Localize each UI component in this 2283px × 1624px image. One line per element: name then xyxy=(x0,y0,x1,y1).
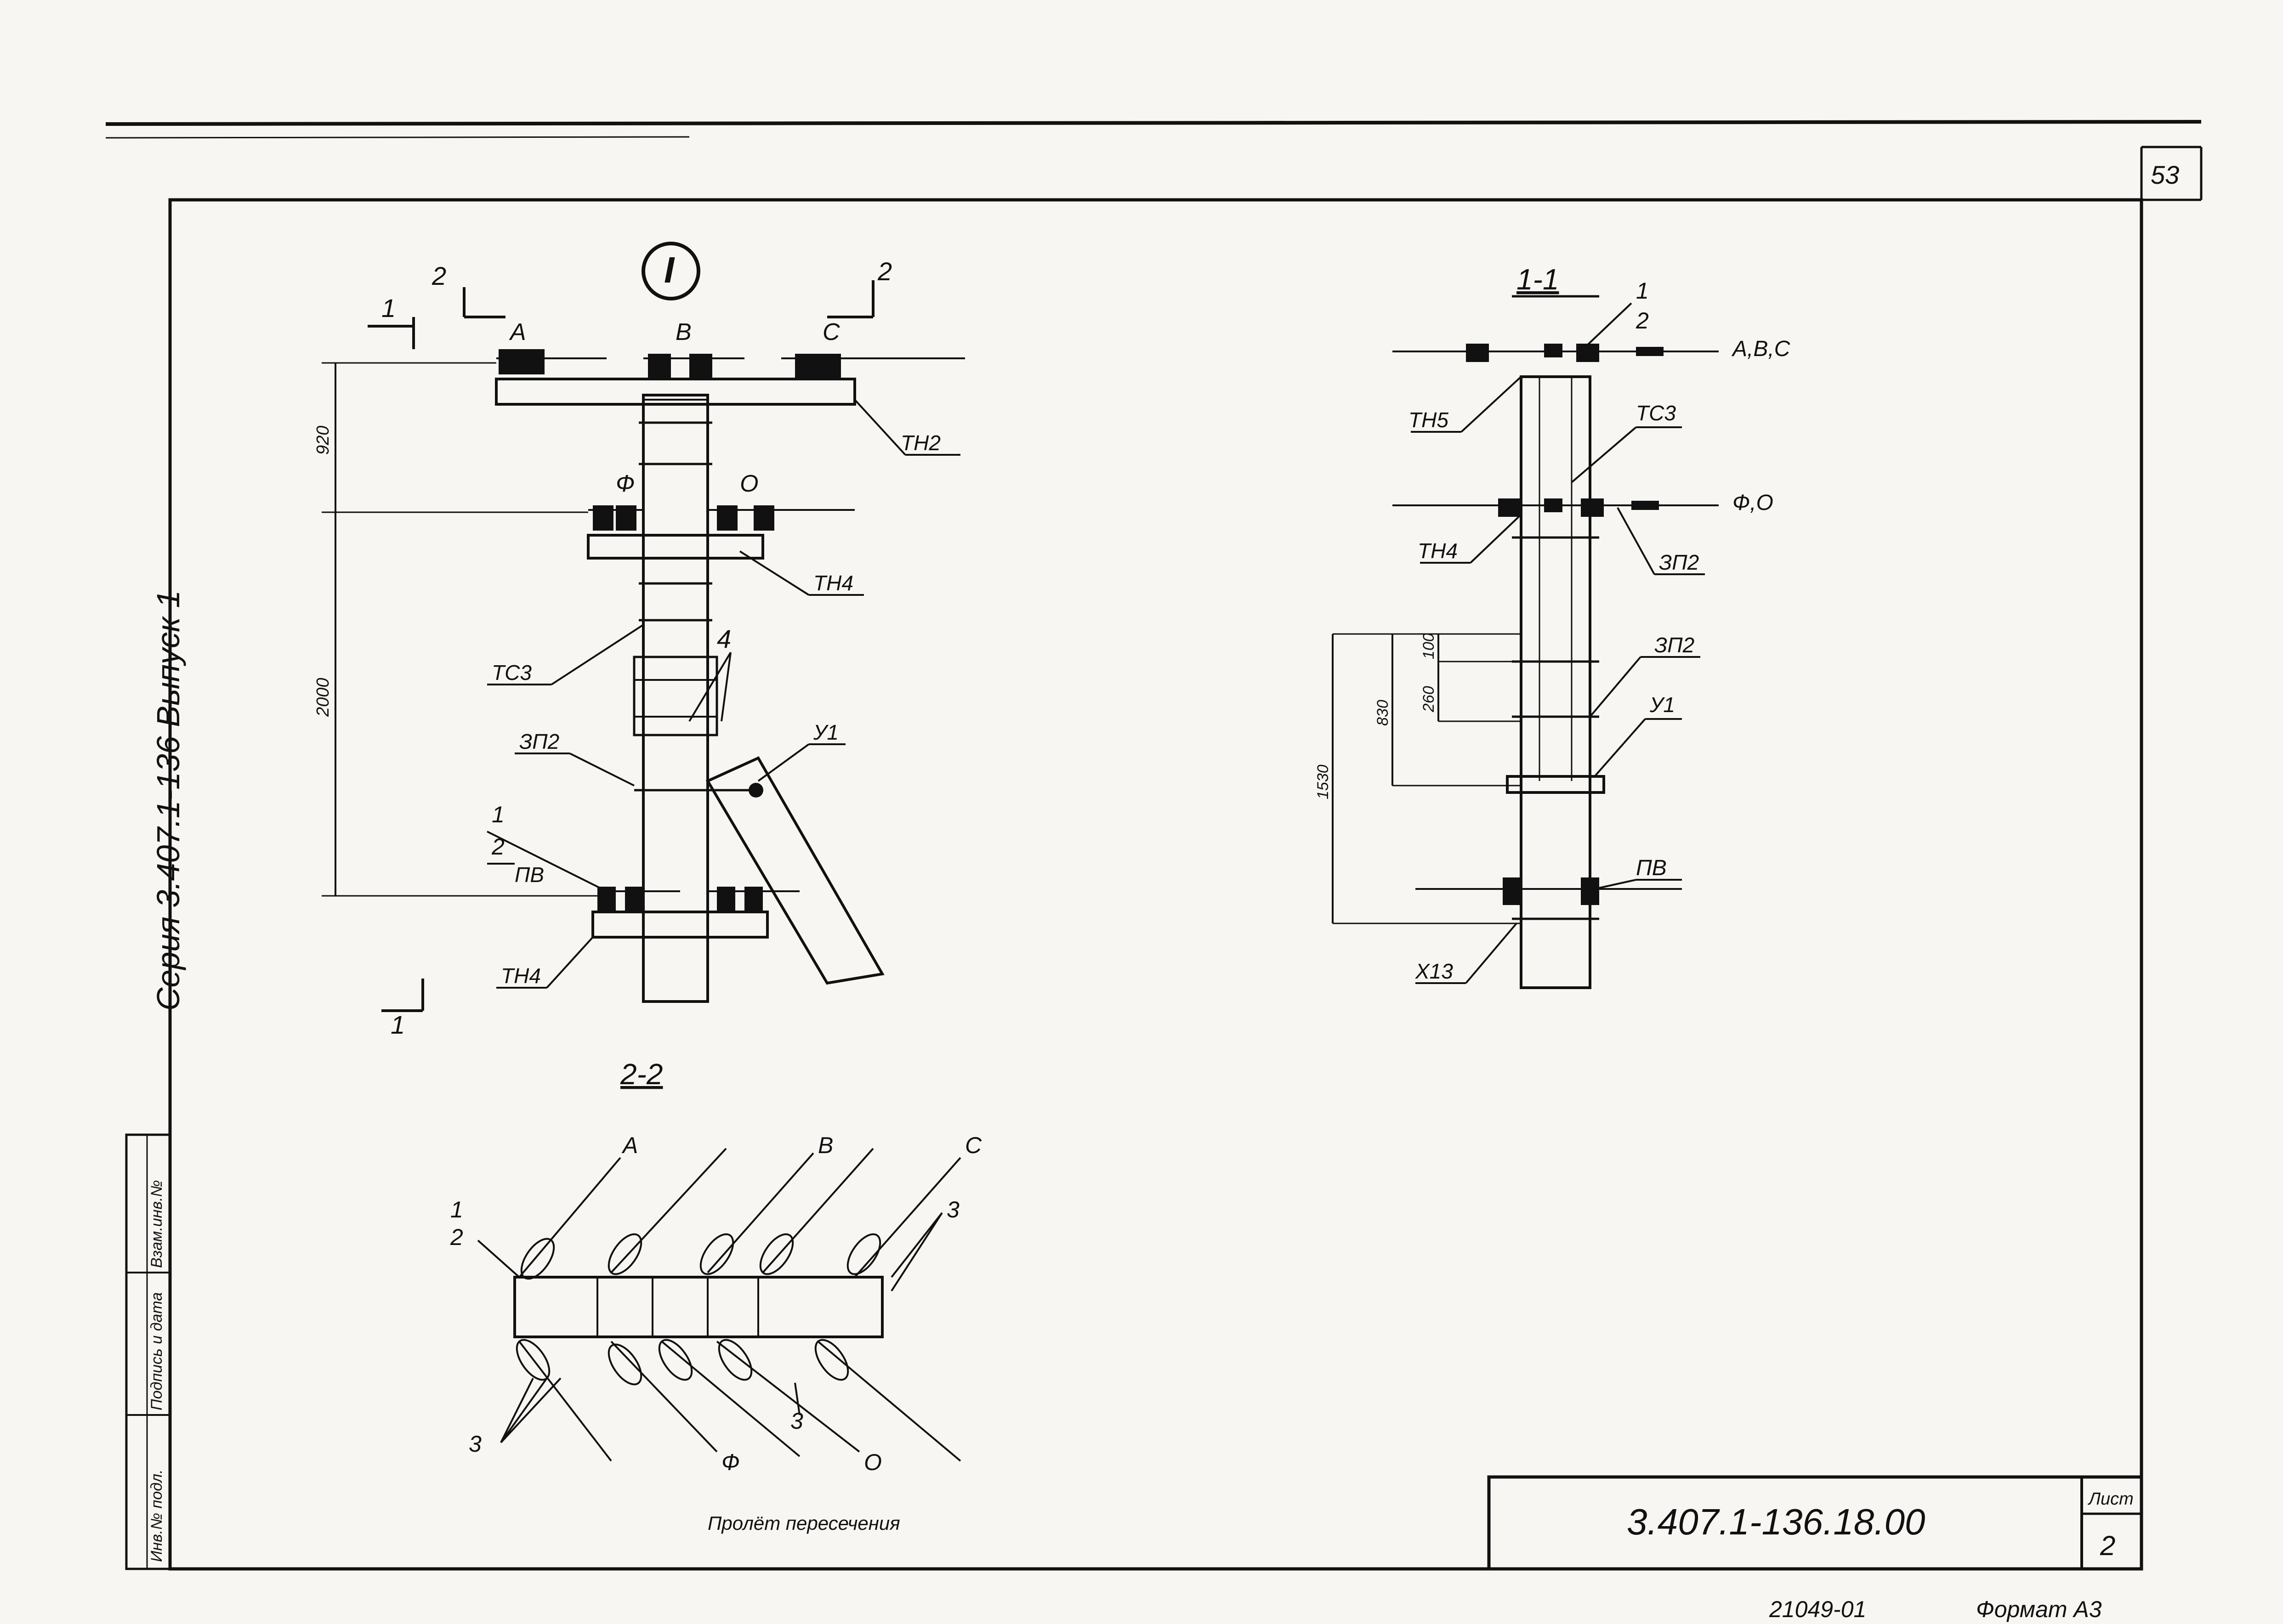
callout-label: ТН4 xyxy=(1418,539,1458,563)
callout-label: ЗП2 xyxy=(519,730,559,753)
callout-label: ТС3 xyxy=(492,661,532,685)
format-label: Формат А3 xyxy=(1976,1596,2102,1622)
phase-label: С xyxy=(965,1132,982,1158)
phase-label: О xyxy=(740,470,758,497)
stamp-col2: Подпись и дата xyxy=(148,1292,165,1410)
fraction-denominator: 2 xyxy=(1636,308,1649,334)
document-code: 3.407.1-136.18.00 xyxy=(1627,1501,1925,1542)
callout-label: 3 xyxy=(469,1431,482,1457)
fraction-numerator: 1 xyxy=(450,1197,463,1222)
dimension-label: 2000 xyxy=(313,678,333,717)
phase-label: В xyxy=(818,1132,833,1158)
callout-label: ЗП2 xyxy=(1659,550,1699,574)
callout-label: ТН4 xyxy=(501,964,541,988)
side-series-text: Серия 3.407.1-136 Выпуск 1 xyxy=(150,590,186,1011)
wire-group-label: ПВ xyxy=(1636,856,1667,880)
cut-label: 2 xyxy=(877,257,892,286)
view-caption: Пролёт пересечения xyxy=(708,1512,900,1534)
phase-label: В xyxy=(676,319,692,345)
main-view xyxy=(322,242,965,1012)
fraction-denominator: 2 xyxy=(491,834,505,860)
cut-label: 1 xyxy=(391,1010,405,1039)
phase-label: С xyxy=(823,319,840,345)
wire-group-label: А,В,С xyxy=(1731,337,1790,361)
dimension-label: 920 xyxy=(313,426,333,455)
wire-group-label: Ф,О xyxy=(1732,491,1773,515)
fraction-numerator: 1 xyxy=(492,802,505,827)
callout-label: ТН4 xyxy=(813,571,853,595)
archive-number: 21049-01 xyxy=(1769,1596,1866,1622)
cut-label: 2 xyxy=(432,261,446,290)
phase-label: А xyxy=(509,319,526,345)
fraction-numerator: 1 xyxy=(1636,278,1649,304)
title-block xyxy=(1487,1475,2143,1571)
callout-label: Х13 xyxy=(1415,959,1453,983)
phase-label: Ф xyxy=(616,470,635,497)
stamp-col3: Взам.инв.№ xyxy=(148,1180,165,1268)
callout-label: 3 xyxy=(790,1408,803,1434)
dimension-label: 260 xyxy=(1420,686,1437,713)
callout-label: ТС3 xyxy=(1636,401,1676,425)
dimension-label: 100 xyxy=(1420,633,1437,659)
callout-label: 4 xyxy=(717,624,731,653)
dimension-label: 830 xyxy=(1374,700,1391,726)
section-title-1-1: 1-1 xyxy=(1516,263,1559,296)
sheet-label: Лист xyxy=(2087,1489,2134,1509)
callout-label: ТН2 xyxy=(901,431,941,455)
view-1-1 xyxy=(1332,295,1719,989)
section-title-2-2: 2-2 xyxy=(620,1058,663,1091)
stamp-col1: Инв.№ подл. xyxy=(148,1469,165,1562)
callout-label: У1 xyxy=(813,720,839,744)
view-marker: I xyxy=(664,249,675,290)
callout-label: ТН5 xyxy=(1408,408,1448,432)
side-stamp xyxy=(125,1133,171,1570)
cut-label: 1 xyxy=(381,294,396,323)
sheet-corner-number: 53 xyxy=(2151,160,2179,189)
phase-label: Ф xyxy=(721,1449,740,1475)
callout-label: ЗП2 xyxy=(1654,633,1694,657)
phase-label: О xyxy=(864,1449,882,1475)
callout-label: 3 xyxy=(947,1197,960,1222)
phase-label: А xyxy=(621,1132,638,1158)
bottom-wire-label: ПВ xyxy=(515,863,544,887)
fraction-denominator: 2 xyxy=(450,1224,463,1250)
callout-label: У1 xyxy=(1649,693,1675,717)
view-2-2 xyxy=(477,1148,961,1462)
sheet-number: 2 xyxy=(2100,1530,2115,1561)
dimension-label: 1530 xyxy=(1314,764,1332,799)
sheet-frame xyxy=(105,120,2203,1571)
